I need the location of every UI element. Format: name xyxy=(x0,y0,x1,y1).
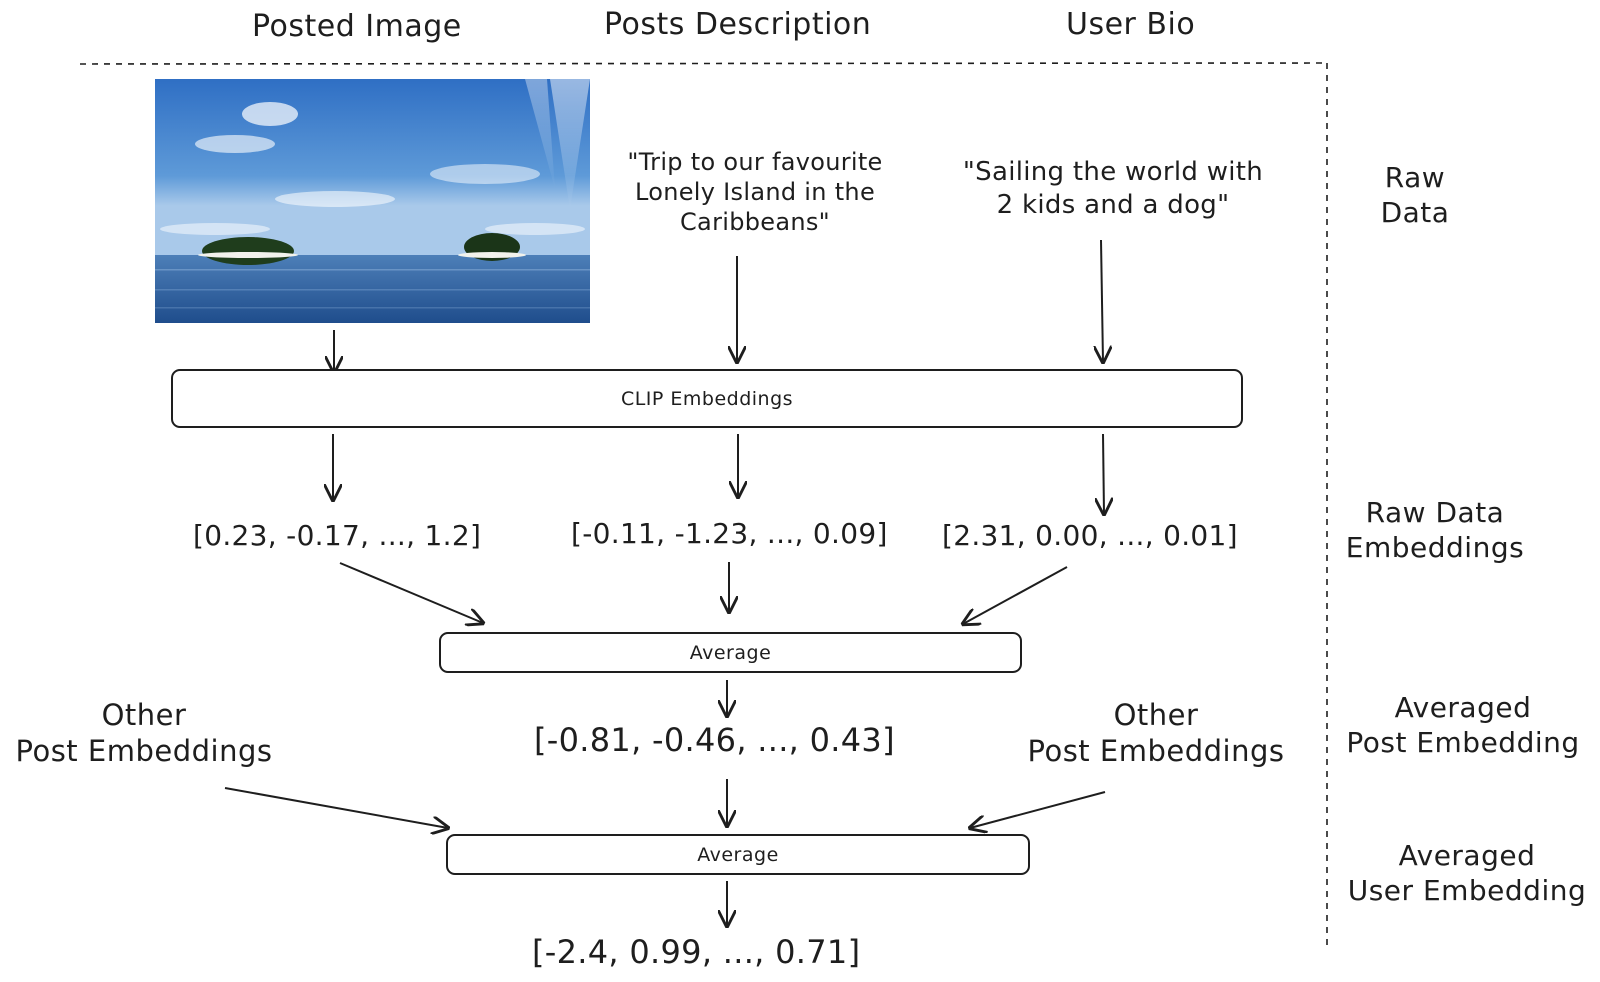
image-embedding-vector: [0.23, -0.17, ..., 1.2] xyxy=(193,519,482,552)
label-raw-data-embeddings: Raw Data Embeddings xyxy=(1345,496,1525,564)
other-post-embeddings-left: Other Post Embeddings xyxy=(15,698,273,769)
average-user-box: Average xyxy=(446,834,1030,875)
post-description-quote: "Trip to our favourite Lonely Island in … xyxy=(627,148,883,236)
header-separator-line xyxy=(79,62,1326,65)
label-averaged-post-embedding: Averaged Post Embedding xyxy=(1346,691,1580,759)
description-embedding-vector: [-0.11, -1.23, ..., 0.09] xyxy=(571,517,888,550)
user-bio-quote: "Sailing the world with 2 kids and a dog… xyxy=(962,157,1264,220)
header-posts-description: Posts Description xyxy=(604,7,872,42)
arrow-clip-to-bio-embedding xyxy=(1103,433,1104,514)
label-averaged-user-embedding: Averaged User Embedding xyxy=(1347,839,1587,907)
averaged-user-embedding-vector: [-2.4, 0.99, ..., 0.71] xyxy=(532,933,861,971)
arrow-right-other-to-average xyxy=(970,791,1106,828)
header-user-bio: User Bio xyxy=(1066,7,1196,42)
arrow-image-embedding-to-average xyxy=(339,562,483,623)
header-posted-image: Posted Image xyxy=(252,9,462,44)
label-raw-data: Raw Data xyxy=(1380,161,1450,229)
arrow-bio-to-clip xyxy=(1101,239,1103,362)
other-post-embeddings-right: Other Post Embeddings xyxy=(1027,698,1285,769)
average-posts-box: Average xyxy=(439,632,1022,673)
arrow-bio-embedding-to-average xyxy=(963,566,1068,624)
arrow-left-other-to-average xyxy=(224,787,448,828)
clip-embeddings-box: CLIP Embeddings xyxy=(171,369,1243,428)
averaged-post-embedding-vector: [-0.81, -0.46, ..., 0.43] xyxy=(534,721,895,759)
posted-image-photo xyxy=(155,79,590,323)
bio-embedding-vector: [2.31, 0.00, ..., 0.01] xyxy=(942,519,1238,552)
